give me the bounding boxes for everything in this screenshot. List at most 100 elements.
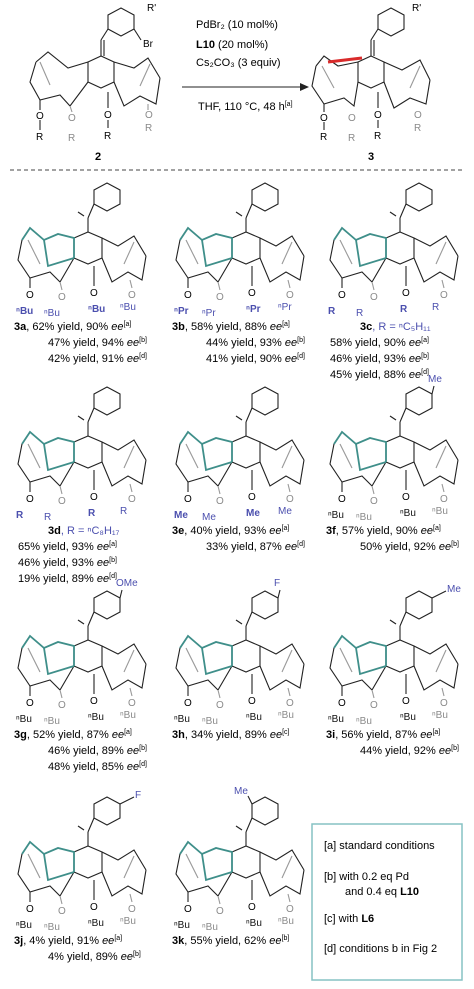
ether-o-back-2: O: [286, 904, 294, 915]
ether-o: O: [338, 494, 346, 505]
product-structure: [311, 7, 431, 130]
r-group-label-4: ⁿPr: [278, 302, 292, 313]
r-group-label-4: Me: [278, 506, 292, 517]
ether-o: O: [184, 698, 192, 709]
yield-ee-line: 44% yield, 93% ee[b]: [206, 337, 305, 349]
ether-o: O: [184, 494, 192, 505]
compound-id-line: 3j, 4% yield, 91% ee[a]: [14, 935, 122, 947]
yield-ee-line: 46% yield, 93% ee[b]: [18, 557, 117, 569]
reactant-central-ring: [87, 55, 115, 89]
r-group-label-1: ⁿBu: [328, 714, 344, 725]
compound-id-line: 3c, R = ⁿC₅H₁₁: [360, 321, 431, 333]
yield-ee-line: 46% yield, 89% ee[b]: [48, 745, 147, 757]
ether-o-back-2: O: [286, 698, 294, 709]
r-group-label-1: ⁿPr: [174, 306, 189, 317]
benzoyl-ring: [405, 386, 433, 416]
reactant-r-group: R: [36, 132, 43, 143]
arene-substituent-label: Me: [428, 374, 442, 385]
compound-structure: [17, 182, 147, 291]
r-group-label-3: ⁿBu: [400, 712, 416, 723]
highlighted-framework: [21, 840, 75, 872]
ether-o-back-2: O: [128, 904, 136, 915]
central-arene: [385, 435, 415, 469]
r-group-label-1: R: [328, 306, 336, 317]
highlighted-framework: [333, 634, 387, 666]
highlighted-framework: [179, 226, 233, 258]
benzoyl-ring: [251, 590, 279, 620]
highlighted-framework: [21, 430, 75, 462]
yield-ee-line: 47% yield, 94% ee[b]: [48, 337, 147, 349]
product-r-group-2: R: [374, 131, 381, 142]
compound-structure: [329, 385, 459, 495]
legend-item-c: [c] with L6: [324, 913, 374, 925]
yield-ee-line: 48% yield, 85% ee[d]: [48, 761, 147, 773]
central-arene: [231, 231, 261, 265]
ether-o-back: O: [370, 496, 378, 507]
r-group-label-2: ⁿBu: [202, 716, 218, 727]
benzoyl-ring: [93, 182, 121, 212]
central-arene: [385, 231, 415, 265]
ether-o-back-2: O: [128, 494, 136, 505]
r-group-label-4: R: [120, 506, 127, 517]
reaction-arrow-head: [300, 83, 309, 91]
ether-o: O: [184, 290, 192, 301]
benzoyl-ring: [405, 182, 433, 212]
arene-substituent-label: OMe: [116, 578, 138, 589]
central-arene: [385, 639, 415, 673]
r-group-label-1: ⁿBu: [16, 714, 32, 725]
r-group-label-2: ⁿBu: [44, 308, 60, 319]
ether-o-front: O: [90, 696, 98, 707]
r-group-label-2: ⁿBu: [44, 922, 60, 933]
r-group-label-2: ⁿBu: [202, 922, 218, 933]
compound-structure: [175, 386, 305, 495]
ether-o-front: O: [90, 492, 98, 503]
compound-structure: [175, 589, 305, 699]
benzoyl-ring: [251, 182, 279, 212]
r-group-label-4: ⁿBu: [278, 916, 294, 927]
r-group-label-4: ⁿBu: [432, 710, 448, 721]
r-group-label-2: ⁿPr: [202, 308, 216, 319]
compound-structure: [17, 589, 147, 699]
arene-substituent-label: Me: [234, 786, 248, 797]
compound-structure: [17, 796, 147, 905]
reactant-aryl-ring: [107, 7, 135, 37]
ether-o-front: O: [248, 288, 256, 299]
compound-id-line: 3e, 40% yield, 93% ee[a]: [172, 525, 289, 537]
legend-item-b: [b] with 0.2 eq Pd: [324, 871, 409, 883]
compound-structure: [329, 590, 459, 699]
condition-base: Cs₂CO₃ (3 equiv): [196, 57, 281, 69]
condition-ligand: L10 (20 mol%): [196, 39, 268, 51]
yield-ee-line: 41% yield, 90% ee[d]: [206, 353, 305, 365]
product-r-group-back-2: R: [414, 123, 421, 134]
arene-substituent-label: F: [135, 790, 141, 801]
central-arene: [73, 845, 103, 879]
r-group-label-1: Me: [174, 510, 188, 521]
compound-structure: [175, 795, 305, 905]
highlighted-framework: [179, 430, 233, 462]
reactant-ether-o-2: O: [104, 110, 112, 121]
r-group-label-4: ⁿBu: [432, 506, 448, 517]
r-group-label-3: R: [88, 508, 96, 519]
r-group-label-2: ⁿBu: [44, 716, 60, 727]
product-central-ring: [357, 55, 385, 89]
ether-o-front: O: [248, 902, 256, 913]
ether-o-front: O: [90, 902, 98, 913]
central-arene: [73, 639, 103, 673]
product-r-group: R: [320, 132, 327, 143]
ether-o: O: [184, 904, 192, 915]
compound-id-line: 3g, 52% yield, 87% ee[a]: [14, 729, 132, 741]
r-group-label-1: ⁿBu: [328, 510, 344, 521]
product-ether-o-2: O: [374, 110, 382, 121]
highlighted-framework: [21, 226, 75, 258]
ether-o: O: [26, 698, 34, 709]
r-group-label-4: ⁿBu: [120, 710, 136, 721]
r-group-label-1: ⁿBu: [174, 714, 190, 725]
yield-ee-line: 19% yield, 89% ee[d]: [18, 573, 117, 585]
product-ether-o-back: O: [348, 113, 356, 124]
